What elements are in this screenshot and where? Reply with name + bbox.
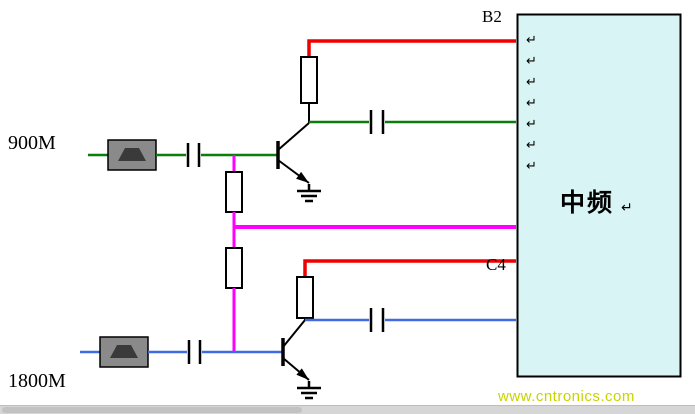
wire-red-bias-top [307,39,516,57]
capacitor-1800m-output [369,308,385,332]
capacitor-900m-input [186,143,201,167]
resistor-divider-upper [225,171,243,213]
capacitor-900m-output [369,110,385,134]
transistor-900m-emitter-arrow-icon [296,171,309,183]
transistor-900m [276,122,310,184]
wire-red-bias-bottom [303,259,516,277]
return-arrow-icon: ↵ [526,96,537,111]
band-label-1800m: 1800M [8,370,66,392]
if-block-title-text: 中频 [560,188,615,217]
transistor-900m-collector [277,122,310,151]
return-arrow-icon: ↵ [526,159,537,174]
transistor-1800m-emitter-arrow-icon [296,368,309,380]
pin-label-b2: B2 [482,7,502,26]
if-block [516,13,682,378]
watermark-text: www.cntronics.com [498,388,635,405]
pin-label-c4: C4 [486,255,506,274]
resistor-collector-1800m [296,276,314,319]
horizontal-scrollbar-thumb[interactable] [2,407,302,413]
return-arrow-icon: ↵ [526,33,537,48]
return-arrow-icon: ↵ [526,117,537,132]
return-arrow-icon: ↵ [526,138,537,153]
transistor-1800m-collector [282,319,306,348]
if-block-box [516,13,682,378]
return-arrow-icon: ↵ [621,200,633,216]
ground-symbol-900m [297,184,321,203]
saw-filter-900m-glyph-icon [118,148,146,161]
if-block-arrow-column: ↵ ↵ ↵ ↵ ↵ ↵ ↵ [526,30,537,177]
resistor-collector-900m [300,56,318,104]
band-label-900m: 900M [8,132,56,154]
bias-divider-network [225,155,516,352]
ground-symbol-1800m [297,381,321,400]
channel-900m [88,39,516,203]
return-arrow-icon: ↵ [526,75,537,90]
transistor-1800m [281,319,310,381]
if-block-title: 中频 ↵ [560,183,633,219]
channel-1800m [80,259,516,400]
saw-filter-1800m-glyph-icon [110,345,138,358]
return-arrow-icon: ↵ [526,54,537,69]
horizontal-scrollbar[interactable] [0,405,695,414]
resistor-divider-lower [225,247,243,289]
capacitor-1800m-input [187,340,202,364]
